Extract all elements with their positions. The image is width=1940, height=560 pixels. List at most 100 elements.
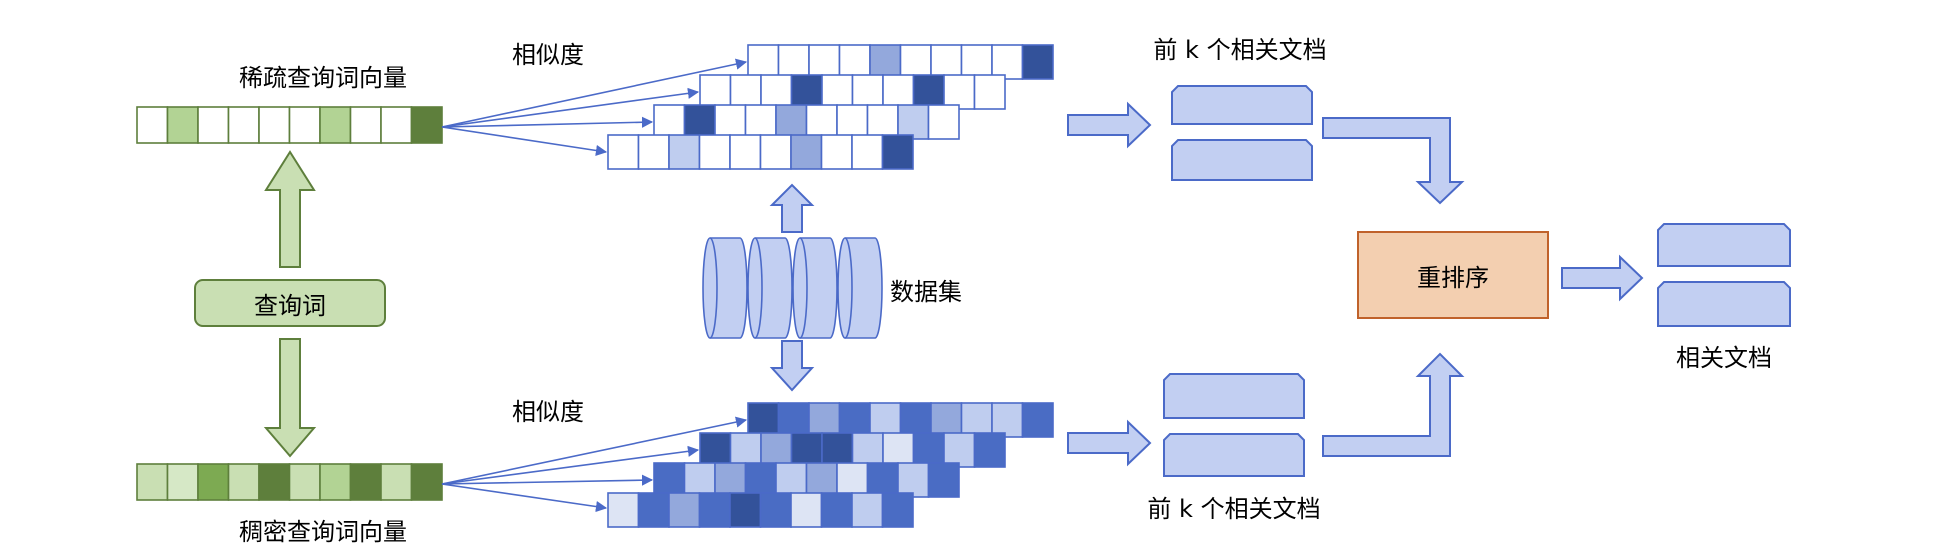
vector-cell — [866, 462, 899, 498]
vector-cell — [836, 462, 869, 498]
similarity-row — [699, 432, 1006, 468]
vector-cell — [698, 492, 731, 528]
vector-cell — [380, 463, 413, 501]
vector-cell — [930, 402, 963, 438]
vector-cell — [991, 402, 1024, 438]
vector-cell — [653, 104, 686, 140]
vector-cell — [775, 104, 808, 140]
vector-cell — [881, 492, 914, 528]
vector-cell — [869, 402, 902, 438]
vector-cell — [747, 402, 780, 438]
vector-cell — [607, 492, 640, 528]
vector-cell — [882, 74, 915, 110]
vector-cell — [760, 74, 793, 110]
vector-cell — [729, 432, 762, 468]
vector-cell — [820, 134, 853, 170]
vector-cell — [637, 492, 670, 528]
vector-cell — [851, 432, 884, 468]
vector-cell — [1021, 44, 1054, 80]
vector-cell — [653, 462, 686, 498]
vector-cell — [410, 106, 443, 144]
vector-cell — [808, 44, 841, 80]
vector-cell — [897, 462, 930, 498]
vector-cell — [699, 74, 732, 110]
relevant-docs — [1657, 223, 1791, 327]
vector-cell — [288, 463, 321, 501]
vector-cell — [777, 44, 810, 80]
similarity-bottom-label: 相似度 — [512, 398, 584, 426]
dense-similarity-matrix — [607, 402, 1054, 528]
sparse-vector-label: 稀疏查询词向量 — [239, 64, 407, 92]
vector-cell — [683, 462, 716, 498]
vector-cell — [960, 44, 993, 80]
dataset-cylinder — [837, 237, 883, 339]
vector-cell — [851, 492, 884, 528]
vector-cell — [820, 492, 853, 528]
vector-cell — [808, 402, 841, 438]
vector-cell — [882, 432, 915, 468]
vector-cell — [836, 104, 869, 140]
vector-cell — [805, 462, 838, 498]
relevant-docs-label: 相关文档 — [1676, 344, 1772, 372]
vector-cell — [136, 106, 169, 144]
elbow-arrow-bottom-to-rerank — [1322, 352, 1465, 457]
dense-vector-label: 稠密查询词向量 — [239, 518, 407, 546]
similarity-row — [607, 492, 914, 528]
similarity-row — [653, 104, 960, 140]
vector-cell — [258, 106, 291, 144]
vector-cell — [380, 106, 413, 144]
vector-cell — [683, 104, 716, 140]
vector-cell — [838, 44, 871, 80]
vector-cell — [869, 44, 902, 80]
vector-cell — [197, 106, 230, 144]
vector-cell — [410, 463, 443, 501]
document-card — [1171, 139, 1313, 181]
vector-cell — [759, 492, 792, 528]
document-card — [1657, 281, 1791, 327]
vector-cell — [607, 134, 640, 170]
vector-cell — [747, 44, 780, 80]
similarity-row — [607, 134, 914, 170]
vector-cell — [349, 463, 382, 501]
sparse-similarity-matrix — [607, 44, 1054, 170]
vector-cell — [258, 463, 291, 501]
vector-cell — [881, 134, 914, 170]
similarity-top-label: 相似度 — [512, 41, 584, 69]
vector-cell — [851, 74, 884, 110]
vector-cell — [851, 134, 884, 170]
vector-cell — [744, 462, 777, 498]
vector-cell — [790, 432, 823, 468]
vector-cell — [136, 463, 169, 501]
arrow-top-to-topk — [1067, 101, 1152, 149]
document-card — [1163, 373, 1305, 419]
vector-cell — [668, 134, 701, 170]
dataset-up-arrow — [769, 183, 815, 233]
vector-cell — [943, 74, 976, 110]
vector-cell — [349, 106, 382, 144]
vector-cell — [319, 463, 352, 501]
vector-cell — [821, 74, 854, 110]
vector-cell — [637, 134, 670, 170]
vector-cell — [227, 106, 260, 144]
vector-cell — [729, 74, 762, 110]
vector-cell — [227, 463, 260, 501]
up-arrow-to-sparse — [264, 150, 316, 268]
dataset-icon — [702, 237, 883, 339]
dataset-cylinder — [747, 237, 793, 339]
vector-cell — [943, 432, 976, 468]
dataset-down-arrow — [769, 340, 815, 392]
vector-cell — [699, 432, 732, 468]
vector-cell — [927, 462, 960, 498]
query-box — [194, 279, 386, 327]
dataset-cylinder — [702, 237, 748, 339]
vector-cell — [912, 74, 945, 110]
vector-cell — [166, 106, 199, 144]
vector-cell — [821, 432, 854, 468]
query-label: 查询词 — [254, 291, 326, 320]
vector-cell — [166, 463, 199, 501]
vector-cell — [897, 104, 930, 140]
vector-cell — [899, 44, 932, 80]
vector-cell — [899, 402, 932, 438]
vector-cell — [775, 462, 808, 498]
vector-cell — [790, 492, 823, 528]
